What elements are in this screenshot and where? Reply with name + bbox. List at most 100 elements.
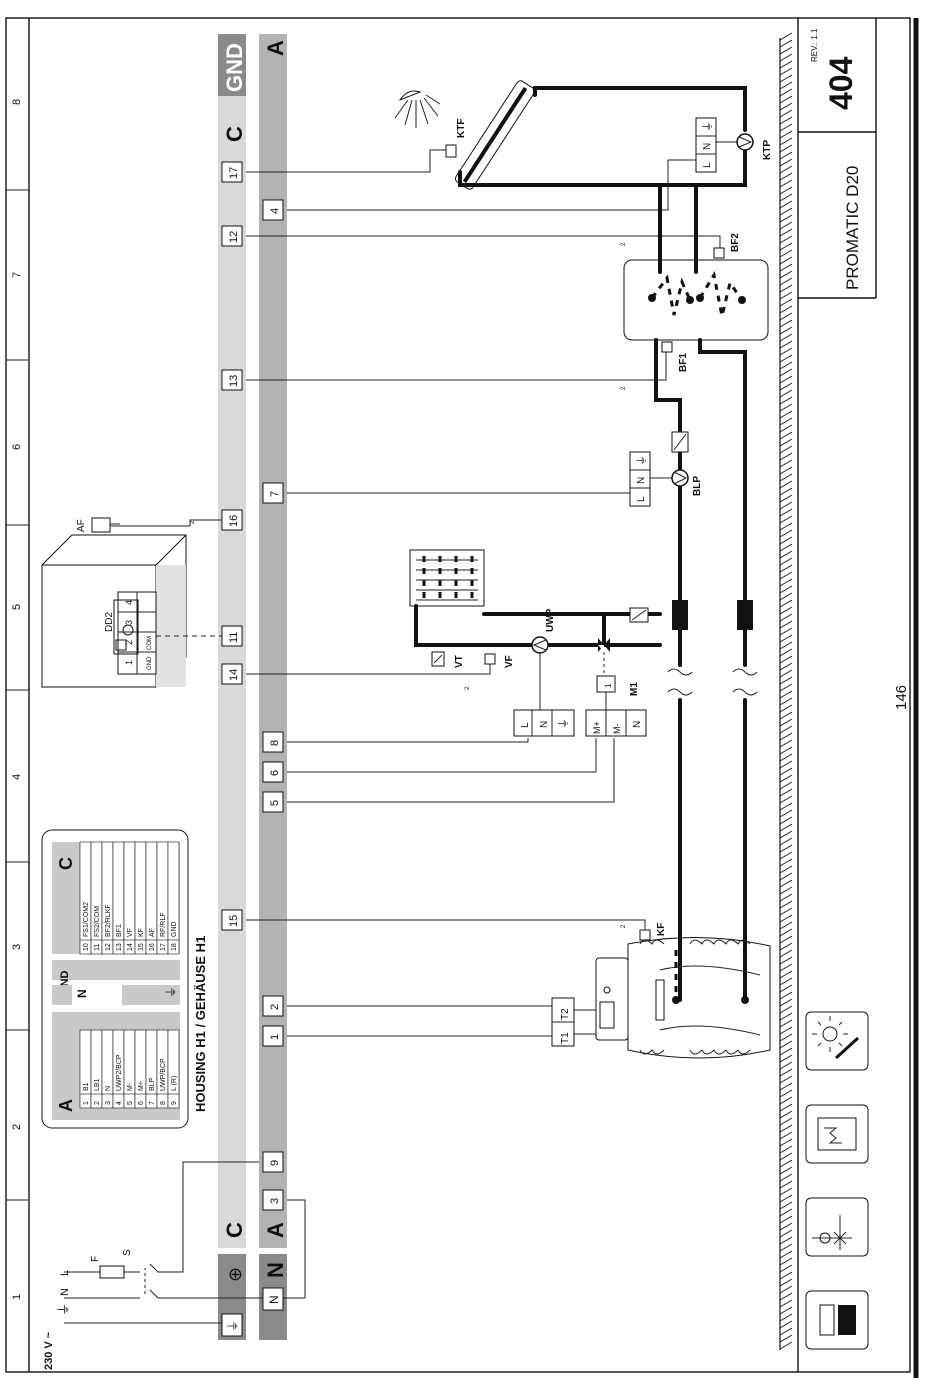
ruler-label-7: 7 [11,272,23,278]
a-terminal-box [262,731,284,753]
dd2-dial-icon [122,624,134,636]
ktp-term-n: N [702,143,713,150]
dd2-display-icon [115,639,127,651]
c-row-number: 16 [149,943,156,951]
solar-collector: KTF [394,80,747,190]
c-terminal-box [221,369,243,391]
a-row [123,1029,136,1109]
a-terminal-number: 3 [269,1198,281,1204]
n-terminal [262,1287,284,1311]
fuse-symbol [99,1265,125,1279]
collector-pump-ktp: KTP L N ⏚ [695,117,773,173]
pe-bus-symbol: ⊕ [225,1267,245,1282]
c-row-number: 11 [94,944,101,951]
c-row [167,841,180,955]
ktf-label: KTF [456,119,467,138]
heating-circuit: UWP VT VF 1 M1 L N ⏚ M+ M- N [409,549,662,737]
dd2-label: DD2 [104,612,115,632]
pe-terminal-symbol: ⏚ [226,1320,240,1332]
a-row [101,1029,114,1109]
m1-term-minus: M- [612,724,622,735]
vt-label: VT [454,655,465,668]
ruler-label-2: 2 [11,1124,23,1130]
a-row-number: 1 [83,1101,90,1105]
a-terminal-box [262,199,284,221]
a-row-number: 7 [149,1101,156,1105]
a-row-text: B1 [83,1082,90,1091]
ruler-label-6: 6 [11,444,23,450]
kf-label: KF [656,923,667,936]
a-terminal-number: 4 [269,208,281,214]
c-bus-label-left: C [222,1222,247,1238]
af-label: AF [76,519,87,532]
dd2-device-face [113,599,139,655]
dd2-term-1: 1 [124,660,134,665]
boiler-term-t2: T2 [560,1008,571,1020]
uwp-term-l: L [520,722,531,728]
c-row-text: RF/RLF [160,913,167,938]
bf1-wire-count: 2 [621,386,627,390]
c-row-text: FS1/COM2 [83,902,90,937]
n-terminal-label: N [267,1295,281,1304]
legend-a-title: A [56,1099,76,1112]
uwp-terminal-block [513,709,575,737]
svg-text:⏚: ⏚ [635,455,648,466]
title-block: REV.: 1.1 404 PROMATIC D20 [798,18,877,299]
a-row-number: 8 [160,1101,167,1105]
uwp-label: UWP [545,608,556,632]
af-sensor-icon [91,517,111,533]
svg-text:⏚: ⏚ [557,718,570,729]
signal-wiring: 2 2 2 2 [246,149,721,1037]
c-row-text: BF1 [116,924,123,937]
boiler: KF T1 T2 [551,923,771,1059]
main-flow-pipes [667,598,758,1002]
c-terminal-box [221,161,243,183]
boiler-control-panel [595,957,629,1041]
m1-term-plus: M+ [592,721,602,734]
a-row-number: 4 [116,1101,123,1105]
af-wire-count: 2 [190,520,196,524]
c-row-text: VF [127,928,134,937]
a-row-text: LB1 [94,1078,101,1091]
housing-title: HOUSING H1 / GEHÄUSE H1 [193,936,208,1112]
c-row-number: 10 [83,943,90,951]
bf2-wire-count: 2 [621,242,627,246]
a-row-number: 2 [94,1101,101,1105]
kf-sensor-icon [639,929,651,941]
ruler-label-5: 5 [11,604,23,610]
dd2-side-panel [156,565,186,687]
a-row-text: M- [127,1082,134,1091]
ktf-sensor-icon [445,144,457,158]
a-bus-label: A [263,40,288,56]
dd2-term-4: 4 [124,600,134,605]
c-terminal-box [221,663,243,685]
kf-wire-count: 2 [621,924,627,928]
drawing-frame [5,17,911,1373]
ruler: 1 2 3 4 5 6 7 8 [6,99,29,1300]
ktp-label: KTP [762,140,773,160]
boiler-term-t1: T1 [560,1032,571,1044]
dd2-com-label: COM [147,636,153,650]
a-row-text: M+ [138,1081,145,1091]
vf-wire-count: 2 [465,686,471,690]
c-terminal-number: 14 [228,669,240,681]
c-terminal-number: 16 [228,515,240,527]
storage-tank-icon [805,1104,869,1164]
a-row [79,1029,92,1109]
a-row [134,1029,147,1109]
bf2-label: BF2 [730,233,741,252]
c-terminal-number: 15 [228,915,240,927]
boiler-icon-box [805,1290,869,1350]
category-icons [805,1011,869,1350]
legend-c-table: 10FS1/COM211FS2/COM12BF2/RLKF13BF114VF15… [79,841,180,955]
power-supply: 230 V ~ ⏚ N L F S [43,1161,306,1370]
dd2-room-controller: DD2 1 2 3 4 GND COM [41,534,222,688]
a-row [167,1029,180,1109]
gnd-bus-cap [218,34,246,96]
switch-label: S [122,1249,133,1256]
pump-mixer-icon-box [805,1197,869,1257]
m1-digit: 1 [604,683,613,688]
product-name: PROMATIC D20 [843,166,862,290]
